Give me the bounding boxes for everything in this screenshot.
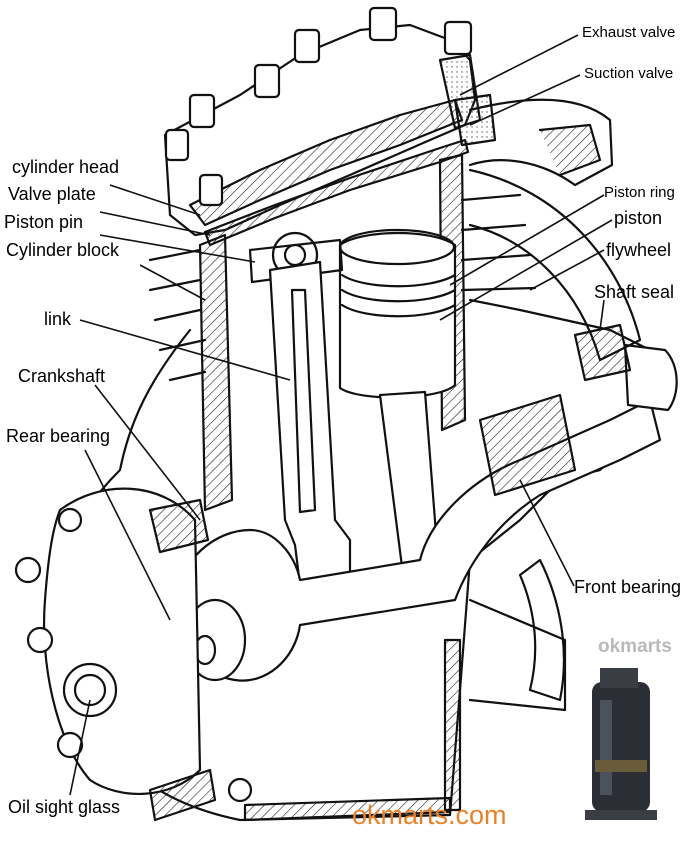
label-piston-ring: Piston ring	[604, 184, 675, 201]
rear-bearing-cover	[42, 487, 202, 795]
label-oil-sight-glass: Oil sight glass	[8, 797, 121, 817]
shaft-end	[623, 343, 678, 412]
label-valve-plate: Valve plate	[8, 184, 96, 204]
okmarts-logo-watermark: okmarts	[598, 636, 672, 657]
leader-lines	[69, 34, 613, 796]
shaft-seal	[573, 323, 632, 382]
label-exhaust-valve: Exhaust valve	[582, 24, 676, 41]
label-rear-bearing: Rear bearing	[6, 426, 111, 446]
label-shaft-seal: Shaft seal	[594, 282, 675, 302]
rear-bearing	[148, 498, 210, 554]
compressor-photo	[585, 668, 657, 820]
label-link: link	[44, 309, 72, 329]
piston-rings	[340, 273, 457, 318]
piston-pin-axle	[248, 238, 344, 284]
label-crankshaft: Crankshaft	[18, 366, 106, 386]
label-flywheel: flywheel	[606, 240, 672, 260]
valve-plate	[203, 138, 470, 247]
cooling-fins-right	[460, 193, 537, 292]
okmarts-site-watermark: okmarts.com	[352, 800, 507, 830]
drain-plug	[148, 768, 217, 822]
head-bolts	[164, 6, 473, 207]
label-suction-valve: Suction valve	[584, 65, 674, 82]
label-piston-pin: Piston pin	[4, 212, 84, 232]
cylinder-block-left-wall	[198, 233, 234, 512]
cover-bolts	[14, 507, 253, 803]
base-foot-right	[468, 598, 567, 712]
front-bearing	[478, 393, 577, 497]
suction-valve	[453, 93, 497, 147]
cooling-fins-left	[148, 248, 207, 382]
label-cylinder-head: cylinder head	[12, 157, 120, 177]
flywheel	[468, 168, 642, 362]
oil-sight-glass	[62, 662, 118, 718]
sump-bottom	[243, 796, 452, 822]
label-piston: piston	[614, 208, 663, 228]
label-front-bearing: Front bearing	[574, 577, 682, 597]
label-cylinder-block: Cylinder block	[6, 240, 120, 260]
